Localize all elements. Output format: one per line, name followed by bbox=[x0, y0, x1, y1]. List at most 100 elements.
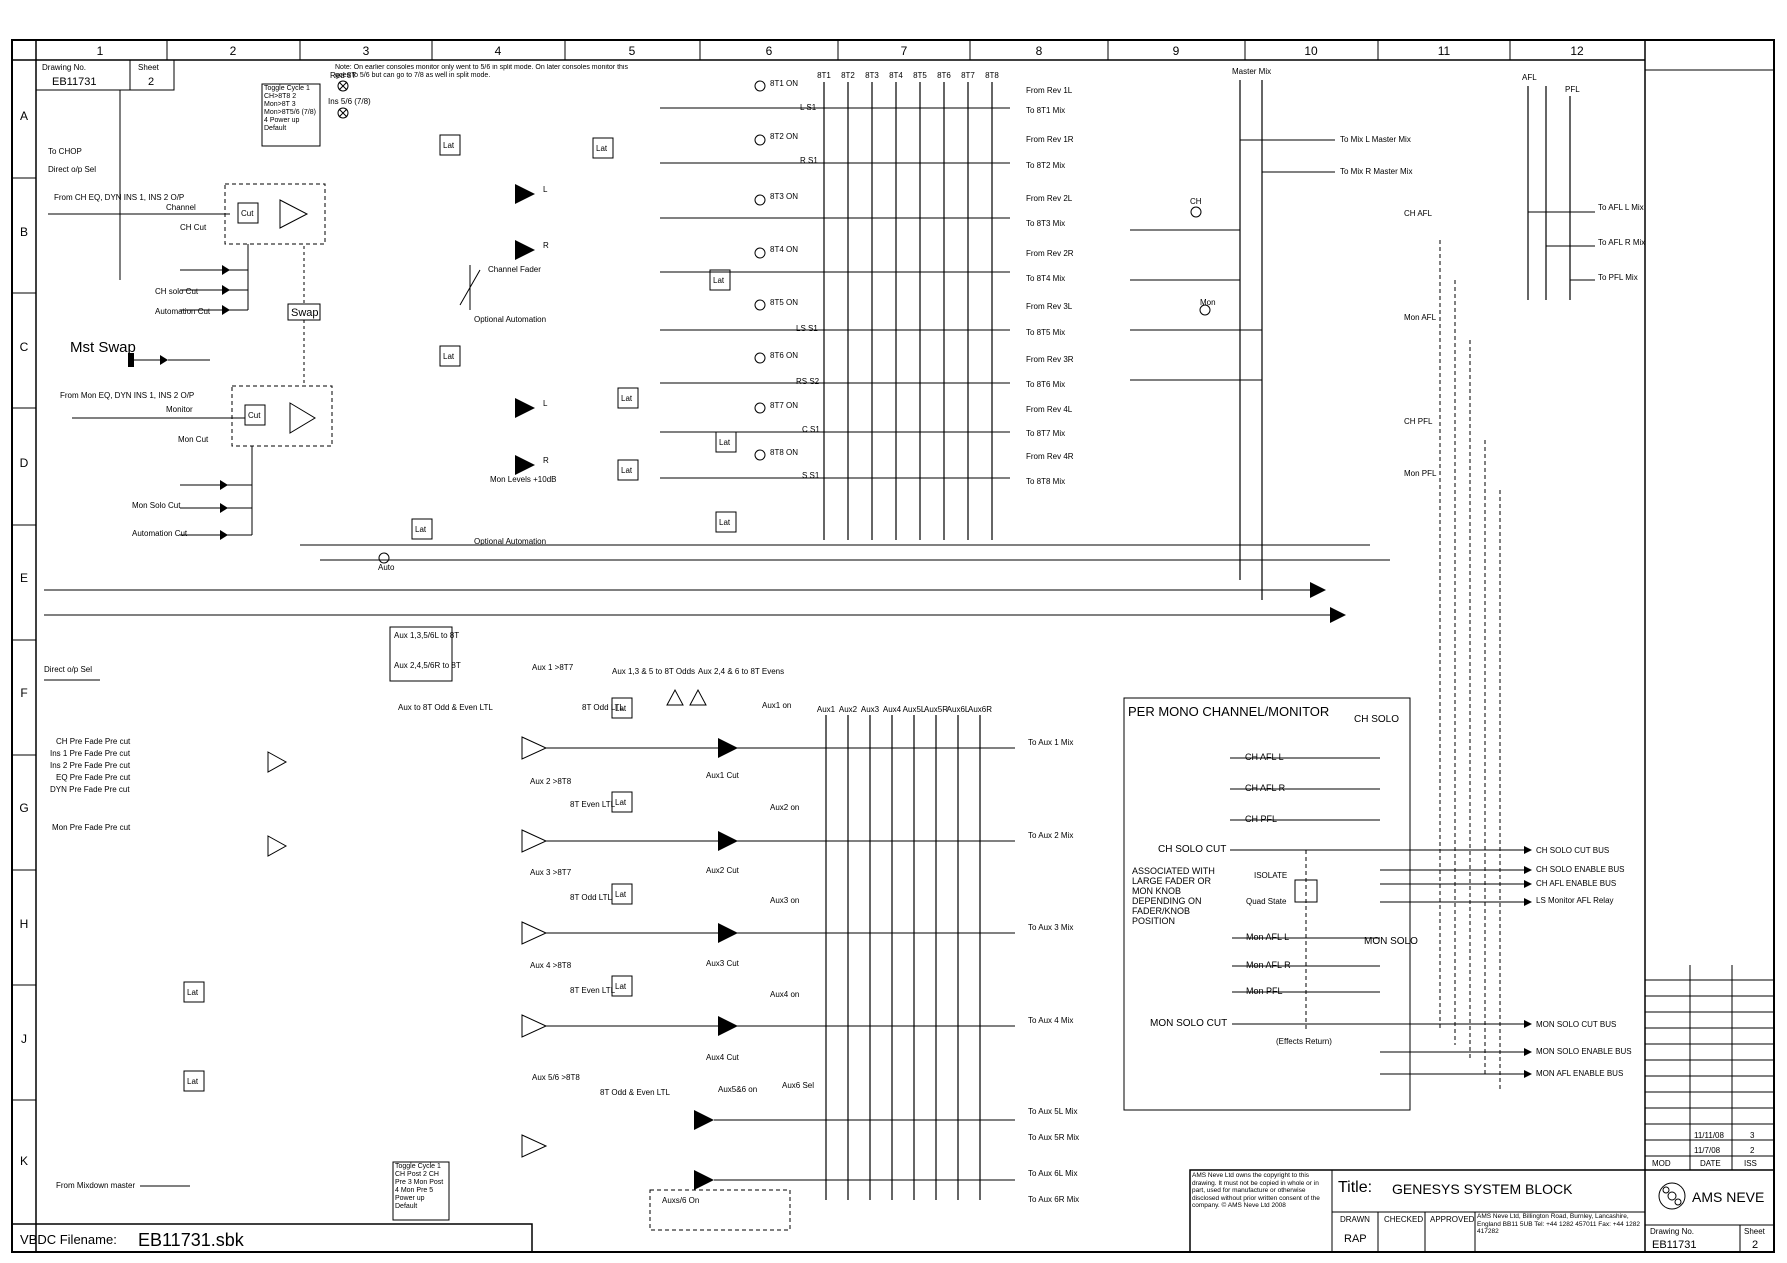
svg-text:To 8T6 Mix: To 8T6 Mix bbox=[1026, 380, 1065, 389]
from-mixdown-label: From Mixdown master bbox=[56, 1181, 135, 1190]
svg-text:CH SOLO: CH SOLO bbox=[1354, 714, 1399, 725]
svg-text:Title:: Title: bbox=[1338, 1179, 1372, 1196]
svg-text:CH AFL L: CH AFL L bbox=[1245, 752, 1284, 762]
svg-text:CHECKED: CHECKED bbox=[1384, 1215, 1423, 1224]
svg-text:Aux 4 >8T8: Aux 4 >8T8 bbox=[530, 961, 572, 970]
svg-text:To Aux 5R Mix: To Aux 5R Mix bbox=[1028, 1133, 1079, 1142]
svg-text:Lat: Lat bbox=[615, 982, 627, 991]
svg-text:L: L bbox=[543, 185, 548, 194]
svg-text:Drawing No.: Drawing No. bbox=[42, 63, 86, 72]
svg-text:Aux1: Aux1 bbox=[817, 705, 836, 714]
svg-text:From Rev 2R: From Rev 2R bbox=[1026, 249, 1074, 258]
svg-text:Aux 2 >8T8: Aux 2 >8T8 bbox=[530, 777, 572, 786]
drawing-number-box: Drawing No. EB11731 Sheet 2 bbox=[35, 59, 175, 91]
lat-blocks bbox=[411, 134, 737, 540]
row-label: D bbox=[20, 456, 29, 470]
svg-text:8T8: 8T8 bbox=[985, 71, 999, 80]
optional-automation-label-2: Optional Automation bbox=[474, 537, 546, 546]
col-label: 8 bbox=[1036, 44, 1043, 58]
row-label: E bbox=[20, 571, 28, 585]
svg-text:Aux4: Aux4 bbox=[883, 705, 902, 714]
svg-text:To Aux 6L Mix: To Aux 6L Mix bbox=[1028, 1169, 1078, 1178]
red-8t-label: Red 8T bbox=[330, 71, 356, 80]
svg-text:To 8T7 Mix: To 8T7 Mix bbox=[1026, 429, 1065, 438]
col-label: 4 bbox=[495, 44, 502, 58]
svg-text:Aux 3 >8T7: Aux 3 >8T7 bbox=[530, 868, 572, 877]
aux-outputs: To Aux 1 Mix To Aux 2 Mix To Aux 3 Mix T… bbox=[1028, 738, 1079, 1204]
svg-text:From Rev 4R: From Rev 4R bbox=[1026, 452, 1074, 461]
svg-text:Lat: Lat bbox=[719, 518, 731, 527]
svg-text:RS S2: RS S2 bbox=[796, 377, 820, 386]
svg-text:Lat: Lat bbox=[443, 141, 455, 150]
svg-text:11/11/08: 11/11/08 bbox=[1694, 1131, 1725, 1140]
svg-text:R: R bbox=[543, 241, 549, 250]
svg-text:CH SOLO ENABLE BUS: CH SOLO ENABLE BUS bbox=[1536, 865, 1624, 874]
row-label: G bbox=[19, 801, 28, 815]
svg-text:To 8T2 Mix: To 8T2 Mix bbox=[1026, 161, 1065, 170]
svg-text:To 8T5 Mix: To 8T5 Mix bbox=[1026, 328, 1065, 337]
channel-cut-block: Cut bbox=[224, 183, 326, 245]
svg-text:To AFL R Mix: To AFL R Mix bbox=[1598, 238, 1645, 247]
svg-text:Lat: Lat bbox=[615, 704, 627, 713]
svg-text:Drawing No.: Drawing No. bbox=[1650, 1227, 1694, 1236]
8t-switch-stack: 8T1 ONL S1 8T2 ONR S1 8T3 ON 8T4 ON 8T5 … bbox=[770, 79, 820, 480]
afl-switches: CH AFL Mon AFL CH PFL Mon PFL bbox=[1404, 209, 1437, 478]
svg-text:CH AFL: CH AFL bbox=[1404, 209, 1433, 218]
row-label: C bbox=[20, 340, 29, 354]
direct-op-label-top: Direct o/p Sel bbox=[48, 165, 96, 174]
svg-text:11/7/08: 11/7/08 bbox=[1694, 1146, 1721, 1155]
svg-text:Aux to 8T Odd & Even LTL: Aux to 8T Odd & Even LTL bbox=[398, 703, 493, 712]
svg-text:Cut: Cut bbox=[248, 411, 261, 420]
channel-fader-label: Channel Fader bbox=[488, 265, 541, 274]
from-mon-eq-label: From Mon EQ, DYN INS 1, INS 2 O/P bbox=[60, 391, 194, 400]
channel-label: Channel bbox=[166, 203, 196, 212]
svg-text:CH SOLO CUT BUS: CH SOLO CUT BUS bbox=[1536, 846, 1609, 855]
svg-text:From Rev 1L: From Rev 1L bbox=[1026, 86, 1073, 95]
svg-text:From Rev 3L: From Rev 3L bbox=[1026, 302, 1073, 311]
svg-text:Aux3 Cut: Aux3 Cut bbox=[706, 959, 740, 968]
svg-text:Aux 2,4,5/6R to 8T: Aux 2,4,5/6R to 8T bbox=[394, 661, 461, 670]
row-label: J bbox=[21, 1032, 27, 1046]
from-ch-eq-label: From CH EQ, DYN INS 1, INS 2 O/P bbox=[54, 193, 184, 202]
svg-text:8T6 ON: 8T6 ON bbox=[770, 351, 798, 360]
svg-text:8T7: 8T7 bbox=[961, 71, 975, 80]
svg-text:CH AFL R: CH AFL R bbox=[1245, 783, 1286, 793]
svg-text:Mon Pre Fade Pre cut: Mon Pre Fade Pre cut bbox=[52, 823, 131, 832]
toggle-cycle-1: Toggle Cycle 1 CH>8T8 2 Mon>8T 3 Mon>8T5… bbox=[261, 83, 321, 147]
svg-text:S S1: S S1 bbox=[802, 471, 820, 480]
svg-text:Aux6R: Aux6R bbox=[968, 705, 992, 714]
svg-text:DATE: DATE bbox=[1700, 1159, 1721, 1168]
svg-text:Aux6 Sel: Aux6 Sel bbox=[782, 1081, 814, 1090]
svg-text:Aux2 on: Aux2 on bbox=[770, 803, 799, 812]
svg-text:8T3: 8T3 bbox=[865, 71, 879, 80]
mon-label: Mon bbox=[1200, 298, 1216, 307]
svg-text:From Rev 2L: From Rev 2L bbox=[1026, 194, 1073, 203]
svg-text:CH PFL: CH PFL bbox=[1404, 417, 1433, 426]
svg-text:Lat: Lat bbox=[596, 144, 608, 153]
to-chop-label: To CHOP bbox=[48, 147, 82, 156]
to-mix-r: To Mix R Master Mix bbox=[1340, 167, 1412, 176]
monitor-label: Monitor bbox=[166, 405, 193, 414]
svg-text:Ins 1 Pre Fade Pre cut: Ins 1 Pre Fade Pre cut bbox=[50, 749, 131, 758]
svg-text:To Aux 2 Mix: To Aux 2 Mix bbox=[1028, 831, 1073, 840]
svg-text:8T6: 8T6 bbox=[937, 71, 951, 80]
svg-text:CH AFL ENABLE BUS: CH AFL ENABLE BUS bbox=[1536, 879, 1616, 888]
svg-text:MON SOLO ENABLE BUS: MON SOLO ENABLE BUS bbox=[1536, 1047, 1632, 1056]
svg-text:Aux1 Cut: Aux1 Cut bbox=[706, 771, 740, 780]
svg-text:Mon AFL R: Mon AFL R bbox=[1246, 960, 1291, 970]
aux-sends: Aux 1 >8T7 Aux 2 >8T8 Aux 3 >8T7 Aux 4 >… bbox=[530, 663, 814, 1097]
title-block: AMS Neve Ltd owns the copyright to this … bbox=[1189, 1169, 1775, 1253]
svg-text:CH Pre Fade Pre cut: CH Pre Fade Pre cut bbox=[56, 737, 131, 746]
svg-text:EQ Pre Fade Pre cut: EQ Pre Fade Pre cut bbox=[56, 773, 131, 782]
svg-text:EB11731: EB11731 bbox=[1652, 1239, 1696, 1251]
auxs-56-on-label: Auxs/6 On bbox=[662, 1196, 699, 1205]
svg-text:2: 2 bbox=[1750, 1146, 1755, 1155]
svg-text:Lat: Lat bbox=[415, 525, 427, 534]
svg-text:RAP: RAP bbox=[1344, 1233, 1367, 1245]
monitor-cut-block: Cut bbox=[231, 385, 333, 447]
svg-text:8T Odd LTL: 8T Odd LTL bbox=[582, 703, 625, 712]
svg-text:2: 2 bbox=[1752, 1239, 1758, 1251]
ins-56-label: Ins 5/6 (7/8) bbox=[328, 97, 371, 106]
